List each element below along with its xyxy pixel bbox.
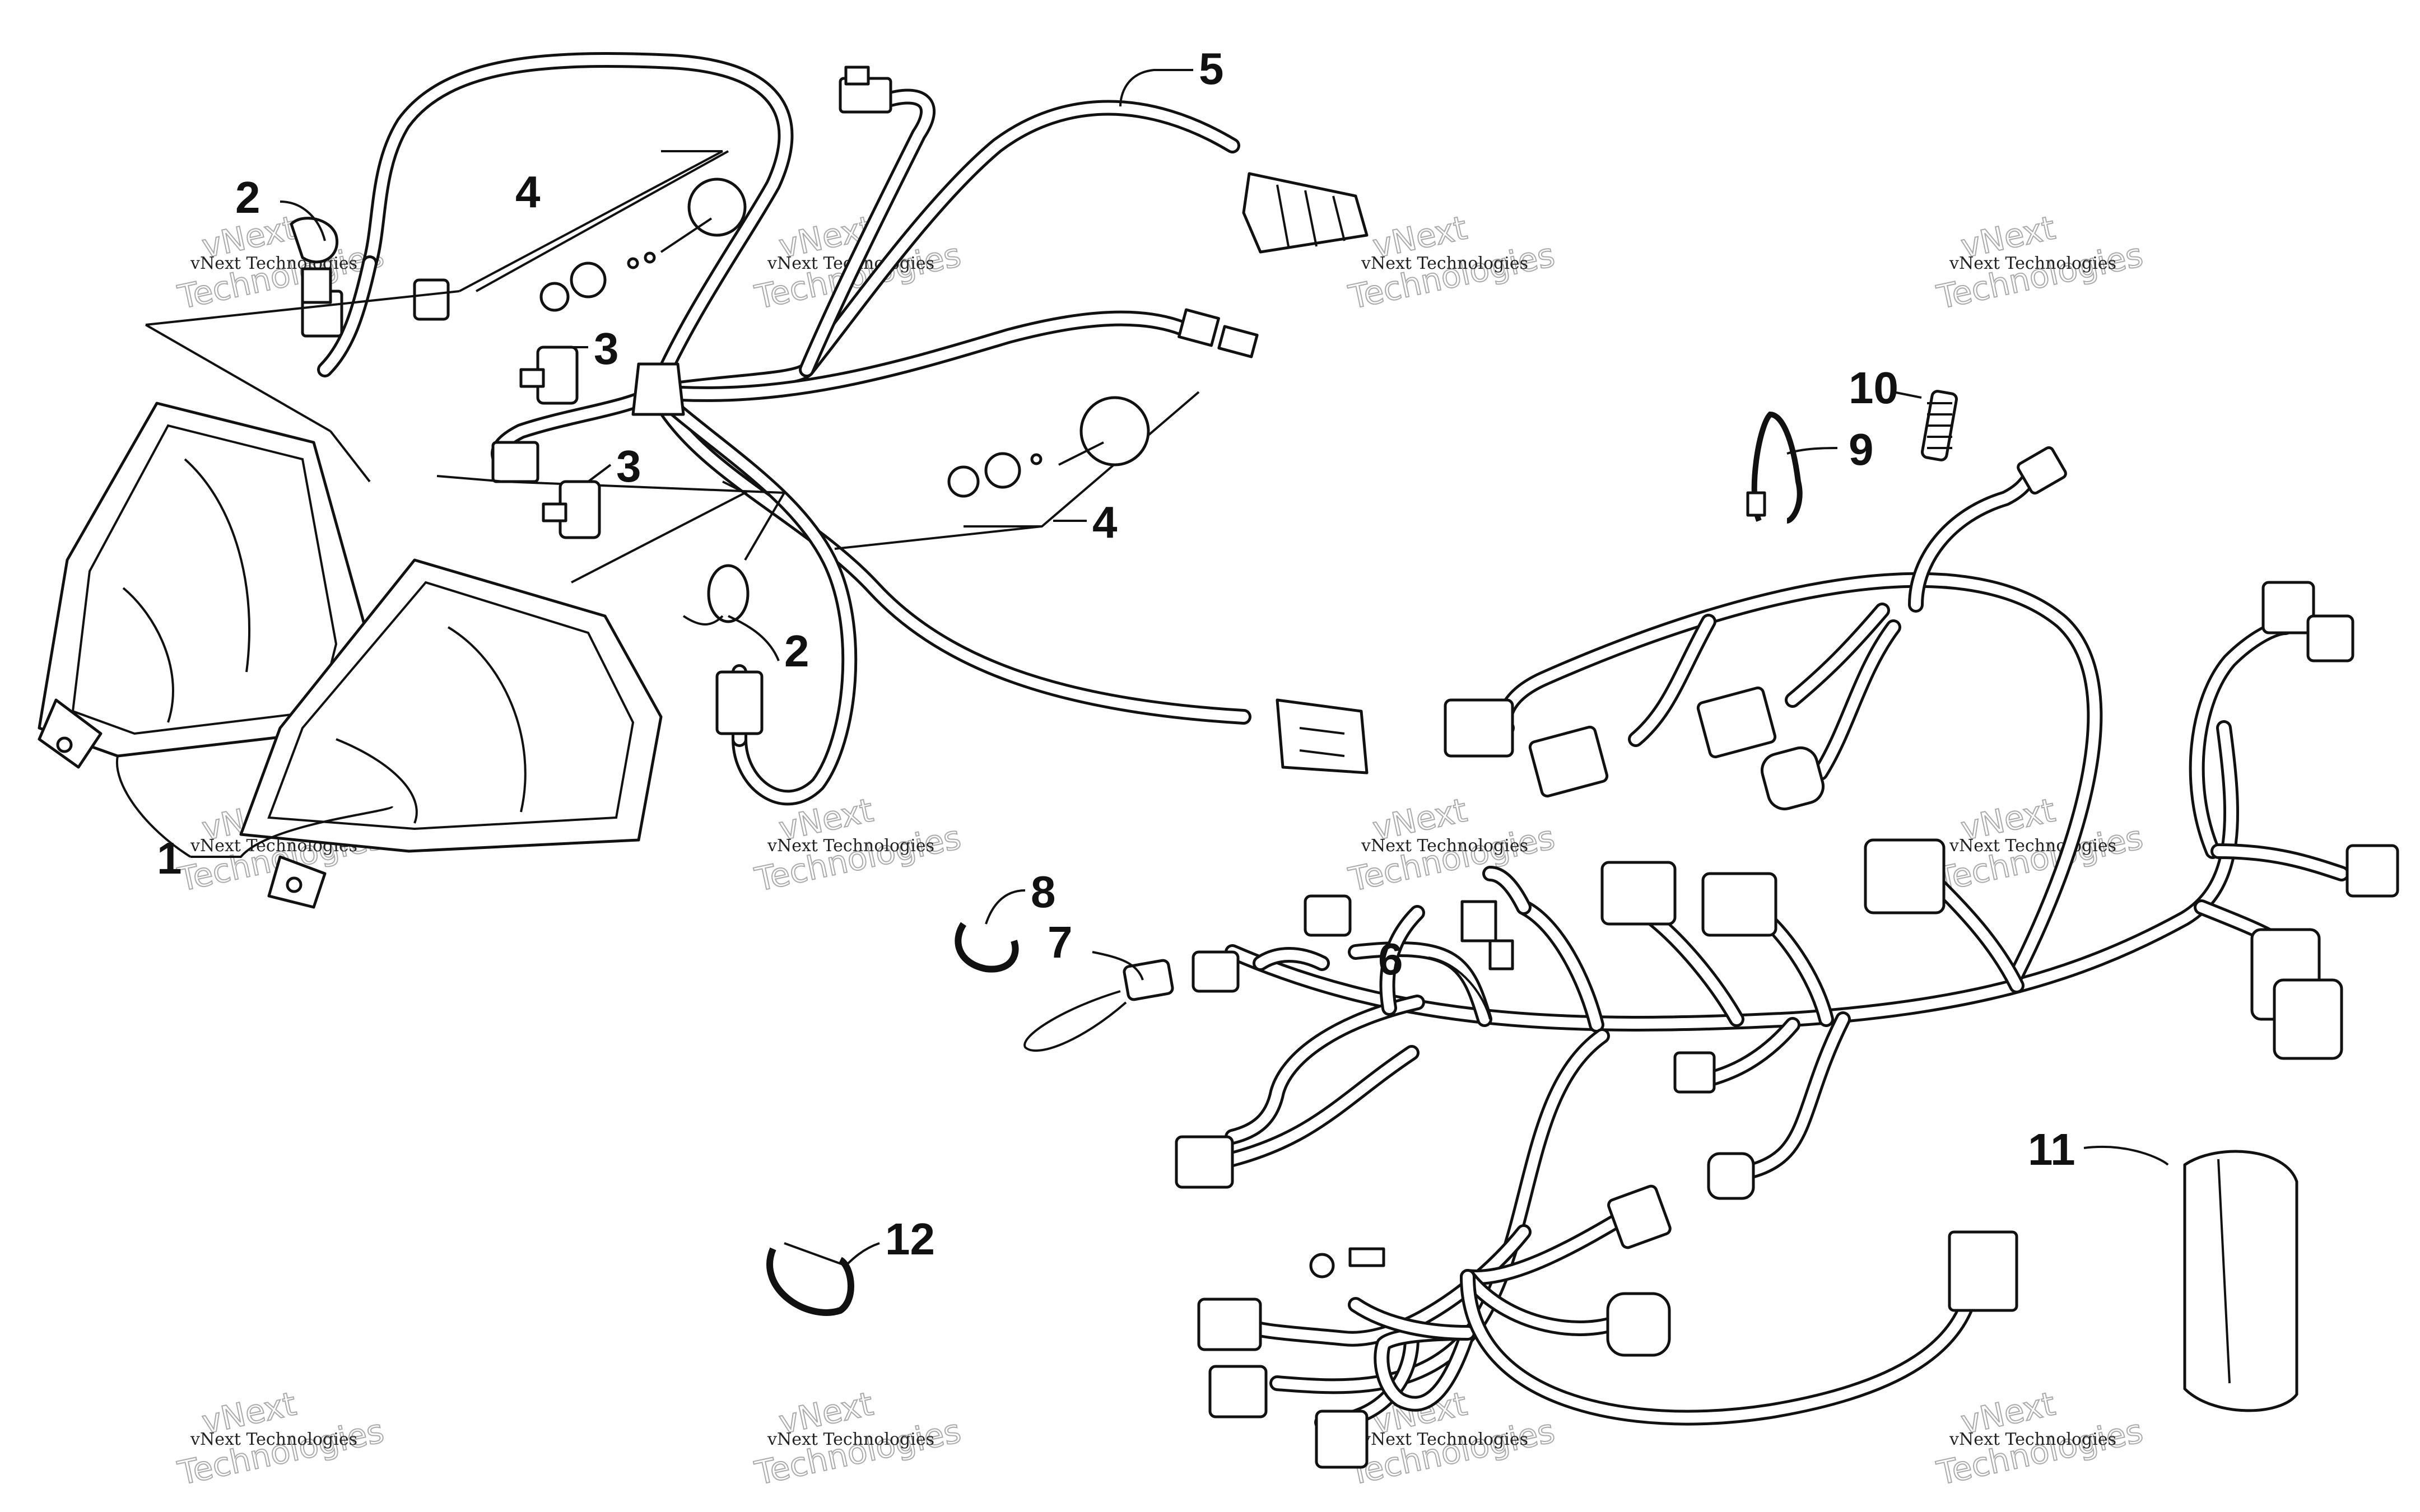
callout-3-upper: 3 xyxy=(594,324,619,374)
callout-7: 7 xyxy=(1048,917,1073,967)
headlight-right xyxy=(239,558,663,909)
part-7-pigtail xyxy=(1023,959,1174,1052)
callouts: 1 2 2 3 3 4 4 5 6 7 8 9 10 11 12 xyxy=(157,44,2075,1264)
callout-2-upper: 2 xyxy=(235,172,260,222)
svg-text:vNext Technologies: vNext Technologies xyxy=(1949,1430,2116,1449)
part-10-connector xyxy=(2017,446,2067,495)
svg-text:vNext Technologies: vNext Technologies xyxy=(1361,254,1528,273)
svg-text:vNext Technologies: vNext Technologies xyxy=(1949,836,2116,856)
callout-12: 12 xyxy=(885,1214,935,1264)
callout-3-lower: 3 xyxy=(616,441,641,491)
adjuster-4-upper xyxy=(539,178,747,312)
headlight-left xyxy=(38,402,371,769)
callout-1: 1 xyxy=(157,833,182,883)
watermark: vNext Technologies vNext Technologies xyxy=(1933,790,2147,899)
main-harness xyxy=(1175,468,2399,1469)
callout-10: 10 xyxy=(1849,363,1898,413)
svg-text:vNext Technologies: vNext Technologies xyxy=(190,1430,357,1449)
callout-4-lower: 4 xyxy=(1092,497,1118,547)
callout-9: 9 xyxy=(1849,424,1874,474)
callout-11: 11 xyxy=(2028,1124,2075,1174)
bulb-3-lower xyxy=(542,480,601,539)
part-10-spring xyxy=(1920,390,1958,461)
adjuster-4-lower xyxy=(947,396,1150,498)
callout-6: 6 xyxy=(1378,934,1403,984)
bulb-3-upper xyxy=(519,346,579,405)
part-9-connector xyxy=(1746,411,1803,524)
watermark: vNext Technologies vNext Technologies xyxy=(1933,1384,2147,1493)
part-12-tie xyxy=(766,1242,854,1316)
socket-2-upper xyxy=(290,217,338,304)
headlight-harness xyxy=(301,52,1369,806)
svg-text:vNext Technologies: vNext Technologies xyxy=(1949,254,2116,273)
svg-text:vNext Technologies: vNext Technologies xyxy=(1361,836,1528,856)
svg-text:vNext Technologies: vNext Technologies xyxy=(767,836,934,856)
part-8-clip xyxy=(955,922,1019,973)
watermark: vNext Technologies vNext Technologies xyxy=(751,1384,965,1493)
svg-text:vNext Technologies: vNext Technologies xyxy=(1361,1430,1528,1449)
watermark: vNext Technologies vNext Technologies xyxy=(1345,208,1559,317)
socket-2-lower xyxy=(682,564,750,626)
watermark: vNext Technologies vNext Technologies xyxy=(1345,790,1559,899)
callout-2-lower: 2 xyxy=(784,626,809,676)
callout-leaders xyxy=(115,69,2169,1267)
callout-5: 5 xyxy=(1199,44,1224,94)
watermark: vNext Technologies vNext Technologies xyxy=(174,1384,388,1493)
watermark: vNext Technologies vNext Technologies xyxy=(751,790,965,899)
watermark: vNext Technologies vNext Technologies xyxy=(1933,208,2147,317)
svg-text:vNext Technologies: vNext Technologies xyxy=(767,1430,934,1449)
part-11-sleeve xyxy=(2183,1150,2298,1412)
callout-4-upper: 4 xyxy=(515,167,541,217)
callout-8: 8 xyxy=(1031,867,1056,917)
